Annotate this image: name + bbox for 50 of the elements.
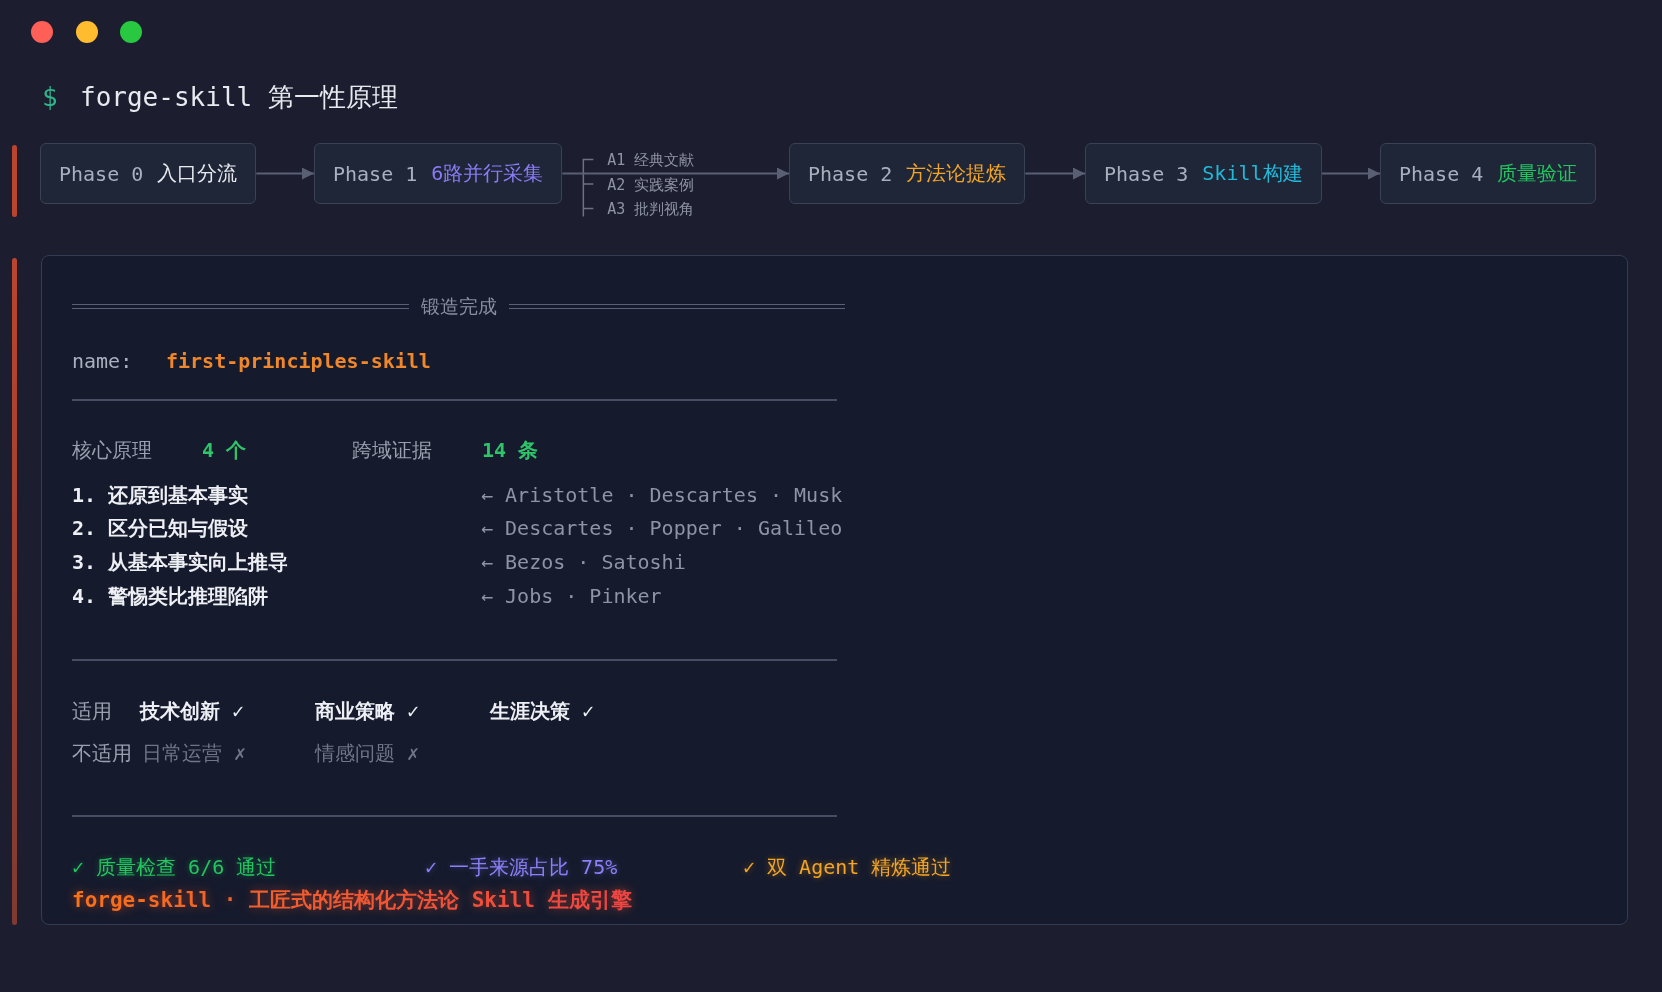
evidence-list: ← Aristotle · Descartes · Musk	[481, 482, 843, 508]
phase-label: Phase 0	[59, 161, 144, 186]
tagline: forge-skill · 工匠式的结构化方法论 Skill 生成引擎	[72, 887, 632, 913]
phase-name: 入口分流	[157, 160, 238, 187]
evidence-list: ← Jobs · Pinker	[481, 583, 662, 609]
scope-label: 不适用	[72, 740, 132, 766]
stat-value: 4 个	[202, 437, 247, 463]
phase-name: 方法论提炼	[906, 160, 1007, 187]
check-status: ✓ 双 Agent 精炼通过	[743, 854, 952, 880]
result-panel	[41, 255, 1628, 925]
phase-box	[1085, 143, 1322, 204]
principle-item: 1. 还原到基本事实	[72, 482, 249, 508]
stat-label: 跨域证据	[352, 437, 432, 463]
arrow	[256, 167, 314, 180]
phase-box	[789, 143, 1026, 204]
stat-value: 14 条	[482, 437, 539, 463]
inapplicable-item: 情感问题 ✗	[315, 740, 420, 766]
evidence-list: ← Bezos · Satoshi	[481, 549, 686, 575]
principle-item: 4. 警惕类比推理陷阱	[72, 583, 269, 609]
phase-label: Phase 3	[1104, 161, 1189, 186]
stat-label: 核心原理	[72, 437, 152, 463]
sub-step-label: A3 批判视角	[607, 201, 695, 218]
arrow	[562, 167, 789, 180]
evidence-list: ← Descartes · Popper · Galileo	[481, 515, 843, 541]
sub-step-label: A2 实践案例	[607, 176, 695, 194]
sub-step-label: A1 经典文献	[607, 152, 695, 169]
applicable-item: 商业策略 ✓	[315, 698, 420, 724]
phase-name: 6路并行采集	[431, 160, 544, 187]
phase-label: Phase 1	[333, 161, 418, 186]
check-status: ✓ 质量检查 6/6 通过	[72, 854, 277, 880]
arrow	[1025, 167, 1085, 180]
applicable-item: 技术创新 ✓	[140, 698, 245, 724]
phase-name: 质量验证	[1497, 160, 1578, 187]
check-status: ✓ 一手来源占比 75%	[425, 854, 618, 880]
prompt-sign: $	[42, 81, 58, 113]
command-text: forge-skill 第一性原理	[80, 81, 398, 113]
phase-name: Skill构建	[1202, 160, 1303, 187]
arrow	[1321, 167, 1380, 180]
phase-box	[1380, 143, 1597, 204]
inapplicable-item: 日常运营 ✗	[142, 740, 247, 766]
phase-label: Phase 4	[1399, 161, 1484, 186]
phase-label: Phase 2	[808, 161, 893, 186]
applicable-item: 生涯决策 ✓	[490, 698, 595, 724]
scope-label: 适用	[72, 698, 112, 724]
field-value: first-principles-skill	[166, 348, 431, 374]
field-label: name:	[72, 348, 133, 374]
section-heading: 锻造完成	[420, 294, 497, 318]
phase-box	[40, 143, 257, 204]
principle-item: 2. 区分已知与假设	[72, 515, 249, 541]
principle-item: 3. 从基本事实向上推导	[72, 549, 289, 575]
